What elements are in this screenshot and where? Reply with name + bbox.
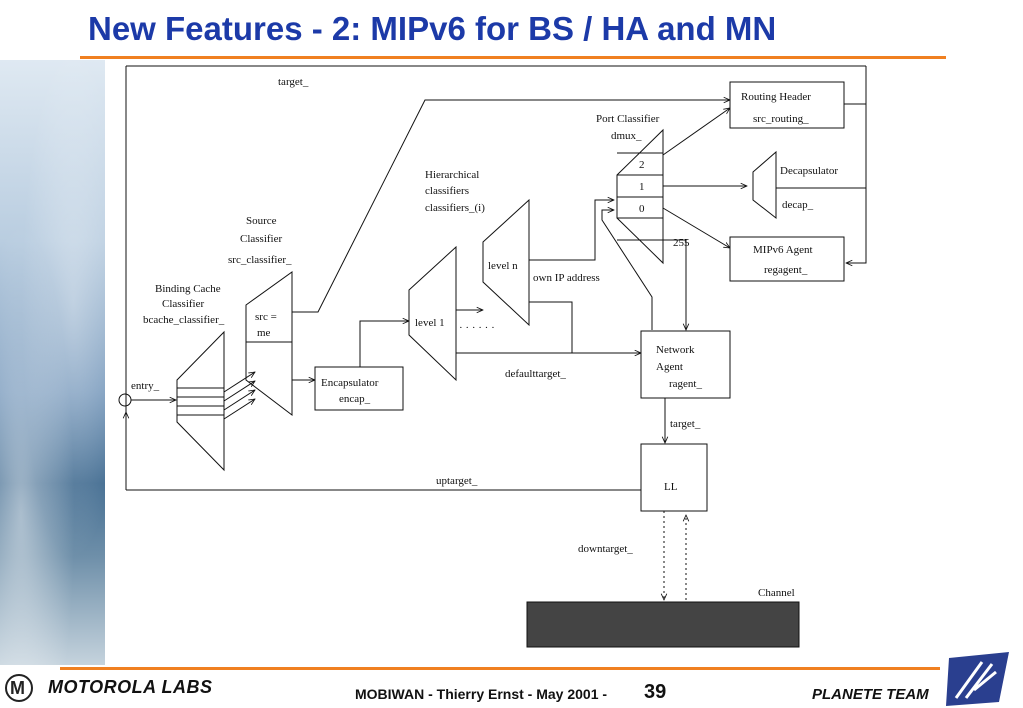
binding-cache-classifier-shape xyxy=(176,330,225,472)
level1-label: level 1 xyxy=(415,317,445,329)
source-classifier-shape xyxy=(245,271,293,417)
decapsulator-instance: decap_ xyxy=(782,199,814,211)
network-agent-label-2: Agent xyxy=(656,361,683,373)
target-label-top: target_ xyxy=(278,76,309,88)
network-agent-box xyxy=(640,330,731,399)
ll-box xyxy=(640,443,708,512)
leveln-classifier-shape xyxy=(482,198,530,327)
slide-title: New Features - 2: MIPv6 for BS / HA and … xyxy=(88,10,777,47)
network-agent-label: Network xyxy=(656,344,695,356)
port-classifier-shape xyxy=(616,128,664,265)
port-classifier-instance: dmux_ xyxy=(611,130,642,142)
channel-bar xyxy=(526,601,800,648)
level-dots: · · · · · · xyxy=(459,322,495,334)
footer-bar xyxy=(0,670,1023,708)
footer-center-text: MOBIWAN - Thierry Ernst - May 2001 - xyxy=(355,686,608,702)
source-classifier-instance: src_classifier_ xyxy=(228,254,292,266)
port-0-label: 0 xyxy=(639,203,645,215)
binding-cache-title: Binding Cache xyxy=(155,283,221,295)
decapsulator-label: Decapsulator xyxy=(780,165,838,177)
target-label-na: target_ xyxy=(670,418,701,430)
motorola-logo-icon: M xyxy=(5,674,33,702)
port-255-label: 255 xyxy=(673,237,690,249)
mipv6-agent-instance: regagent_ xyxy=(764,264,808,276)
network-agent-instance: ragent_ xyxy=(669,378,702,390)
encapsulator-instance: encap_ xyxy=(339,393,371,405)
channel-label: Channel xyxy=(758,587,795,599)
footer-divider xyxy=(60,667,940,670)
background-image xyxy=(0,60,105,665)
routing-header-instance: src_routing_ xyxy=(753,113,809,125)
own-ip-label: own IP address xyxy=(533,272,600,284)
planete-team-label: PLANETE TEAM xyxy=(812,686,929,703)
encapsulator-label: Encapsulator xyxy=(321,377,379,389)
planete-logo-icon xyxy=(946,652,1009,706)
encapsulator-box xyxy=(314,366,404,411)
binding-cache-instance: bcache_classifier_ xyxy=(143,314,225,326)
source-classifier-title: Source xyxy=(246,215,277,227)
mipv6-agent-label: MIPv6 Agent xyxy=(753,244,813,256)
src-me-label: me xyxy=(257,327,271,339)
port-classifier-title: Port Classifier xyxy=(596,113,660,125)
hierarchical-title: Hierarchical xyxy=(425,169,479,181)
level1-classifier-shape xyxy=(408,245,457,382)
page-number: 39 xyxy=(644,681,667,703)
binding-cache-title-2: Classifier xyxy=(162,298,204,310)
ll-label: LL xyxy=(664,481,678,493)
uptarget-label: uptarget_ xyxy=(436,475,478,487)
source-classifier-title-2: Classifier xyxy=(240,233,282,245)
downtarget-label: downtarget_ xyxy=(578,543,633,555)
defaulttarget-label: defaulttarget_ xyxy=(505,368,566,380)
port-2-label: 2 xyxy=(639,159,645,171)
title-divider xyxy=(80,56,946,59)
motorola-labs-label: MOTOROLA LABS xyxy=(48,677,213,697)
routing-header-box xyxy=(729,81,845,129)
entry-label: entry_ xyxy=(131,380,160,392)
routing-header-label: Routing Header xyxy=(741,91,811,103)
hierarchical-title-2: classifiers xyxy=(425,185,469,197)
src-eq-label: src = xyxy=(255,311,277,323)
port-1-label: 1 xyxy=(639,181,645,193)
leveln-label: level n xyxy=(488,260,518,272)
decapsulator-shape xyxy=(752,150,777,220)
diagram-panel xyxy=(105,60,940,665)
mipv6-agent-box xyxy=(729,236,845,282)
hierarchical-instance: classifiers_(i) xyxy=(425,202,485,214)
